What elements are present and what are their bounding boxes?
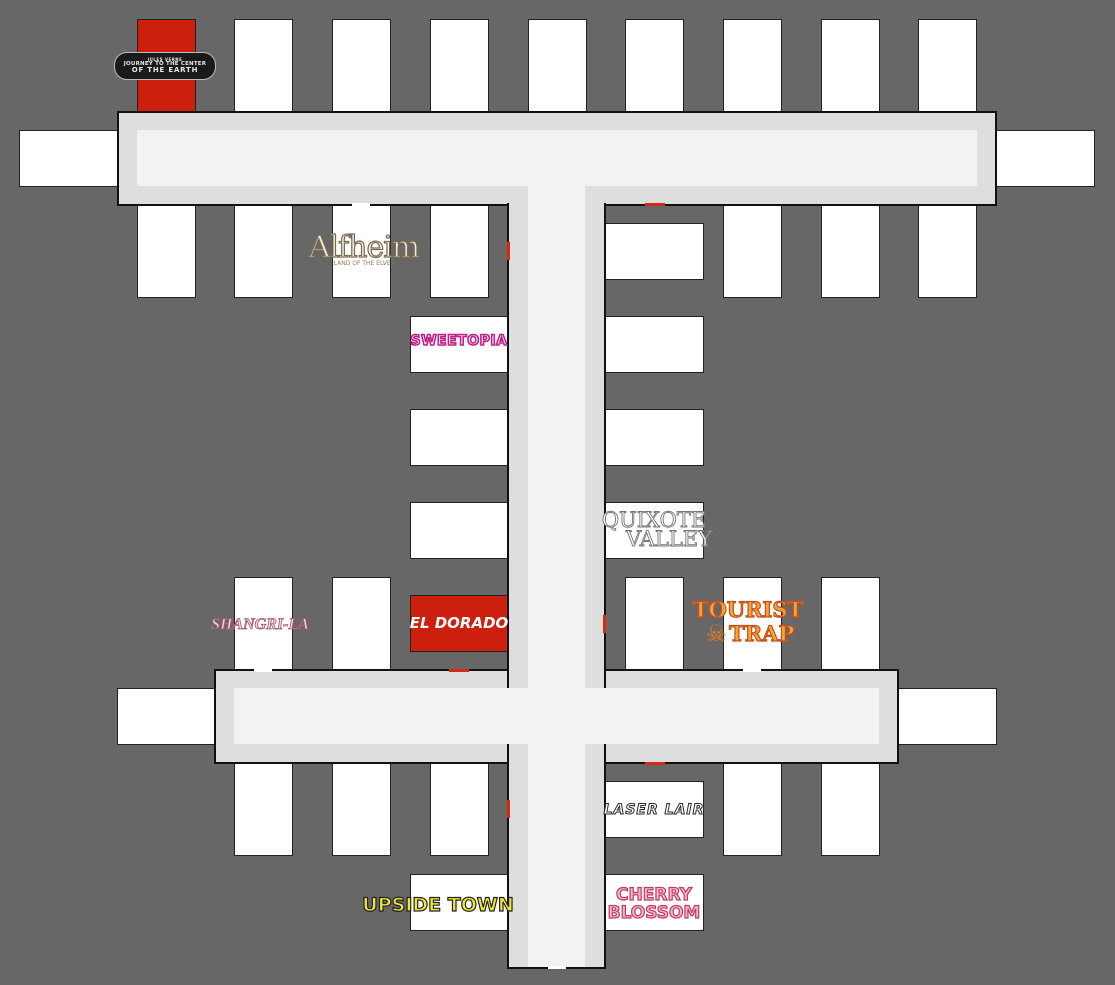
plot-row5-1[interactable] [234, 762, 293, 856]
entrance-bottom-1 [449, 669, 469, 672]
entrance-end [548, 966, 566, 969]
sweetopia-title: SWEETOPIA [410, 333, 508, 349]
entrance-vr-1 [603, 615, 606, 633]
plot-bottom-right-side[interactable] [898, 688, 997, 745]
plot-row5-6[interactable] [821, 762, 880, 856]
entrance-vl-1 [507, 242, 510, 260]
entrance-vl-2 [507, 800, 510, 818]
plot-top-4[interactable] [430, 19, 489, 112]
quixote-logo[interactable]: QUIXOTE VALLEY [601, 502, 712, 558]
plot-laser-lair[interactable] [605, 781, 704, 838]
plot-row5-3[interactable] [430, 762, 489, 856]
plot-upside-town[interactable] [410, 874, 508, 931]
quixote-line2: VALLEY [626, 527, 713, 551]
entrance-bottom-4 [645, 762, 665, 765]
plot-row2-7[interactable] [918, 204, 977, 298]
plot-vleft-3[interactable] [410, 502, 508, 559]
plot-shangrila[interactable] [234, 577, 293, 671]
plot-row2-5[interactable] [723, 204, 782, 298]
plot-vright-1[interactable] [605, 223, 704, 280]
alfheim-logo[interactable]: Alfheim LAND OF THE ELVES [308, 228, 421, 272]
entrance-tr [645, 203, 665, 206]
tourist-trap-logo[interactable]: TOURIST ☠ TRAP [692, 588, 804, 656]
tourist-trap-line1: TOURIST [692, 596, 804, 622]
entrance-bottom-3 [743, 669, 761, 672]
eldorado-logo[interactable]: EL DORADO [409, 610, 509, 636]
plot-top-5[interactable] [528, 19, 587, 112]
plot-bottom-left-side[interactable] [117, 688, 216, 745]
plot-vright-3[interactable] [605, 409, 704, 466]
lane-vertical [528, 186, 585, 967]
plot-vleft-2[interactable] [410, 409, 508, 466]
plot-alfheim[interactable] [332, 204, 391, 298]
alfheim-title: Alfheim [308, 230, 421, 265]
plot-top-right-side[interactable] [996, 130, 1095, 187]
upside-town-logo[interactable]: UPSIDE TOWN [362, 888, 515, 922]
plot-cherry-blossom[interactable] [605, 874, 704, 931]
journey-line1: JULES VERNE [147, 56, 183, 62]
laser-lair-title: LASER LAIR [603, 802, 705, 818]
plot-row5-2[interactable] [332, 762, 391, 856]
eldorado-title: EL DORADO [409, 613, 509, 632]
journey-line3: OF THE EARTH [131, 66, 199, 75]
shangrila-title: SHANGRI-LA [211, 616, 310, 633]
entrance-top [352, 203, 370, 206]
plot-row4-3[interactable] [625, 577, 684, 671]
plot-top-6[interactable] [625, 19, 684, 112]
plot-row5-5[interactable] [723, 762, 782, 856]
upside-town-title: UPSIDE TOWN [362, 893, 515, 916]
plot-row4-2[interactable] [332, 577, 391, 671]
tourist-trap-row: ☠ TRAP [706, 622, 795, 646]
shangrila-logo[interactable]: SHANGRI-LA [211, 612, 310, 638]
plot-tourist-trap[interactable] [723, 577, 782, 671]
plot-top-3[interactable] [332, 19, 391, 112]
plot-row2-1[interactable] [137, 204, 196, 298]
plot-top-9[interactable] [918, 19, 977, 112]
journey-logo[interactable]: JULES VERNE JOURNEY TO THE CENTER OF THE… [114, 52, 216, 80]
plot-row2-4[interactable] [430, 204, 489, 298]
entrance-bottom-2 [254, 669, 272, 672]
plot-row2-2[interactable] [234, 204, 293, 298]
quixote-line1: QUIXOTE [601, 508, 707, 532]
tourist-trap-line2: TRAP [729, 621, 795, 646]
cherry-blossom-line1: CHERRY [615, 885, 692, 906]
plot-top-8[interactable] [821, 19, 880, 112]
plot-sweetopia[interactable] [410, 316, 508, 373]
skull-crossbones-icon: ☠ [705, 619, 728, 648]
laser-lair-logo[interactable]: LASER LAIR [600, 798, 708, 822]
plot-top-7[interactable] [723, 19, 782, 112]
cherry-blossom-logo[interactable]: CHERRY BLOSSOM [605, 880, 703, 930]
sweetopia-logo[interactable]: SWEETOPIA [410, 330, 508, 352]
lane-top [137, 130, 977, 186]
cherry-blossom-line2: BLOSSOM [607, 903, 701, 923]
plot-row4-5[interactable] [821, 577, 880, 671]
plot-vright-2[interactable] [605, 316, 704, 373]
plot-row2-6[interactable] [821, 204, 880, 298]
journey-line2: JOURNEY TO THE CENTER [123, 60, 207, 67]
plot-top-left-side[interactable] [19, 130, 118, 187]
plot-top-2[interactable] [234, 19, 293, 112]
alfheim-subtitle: LAND OF THE ELVES [333, 260, 395, 267]
